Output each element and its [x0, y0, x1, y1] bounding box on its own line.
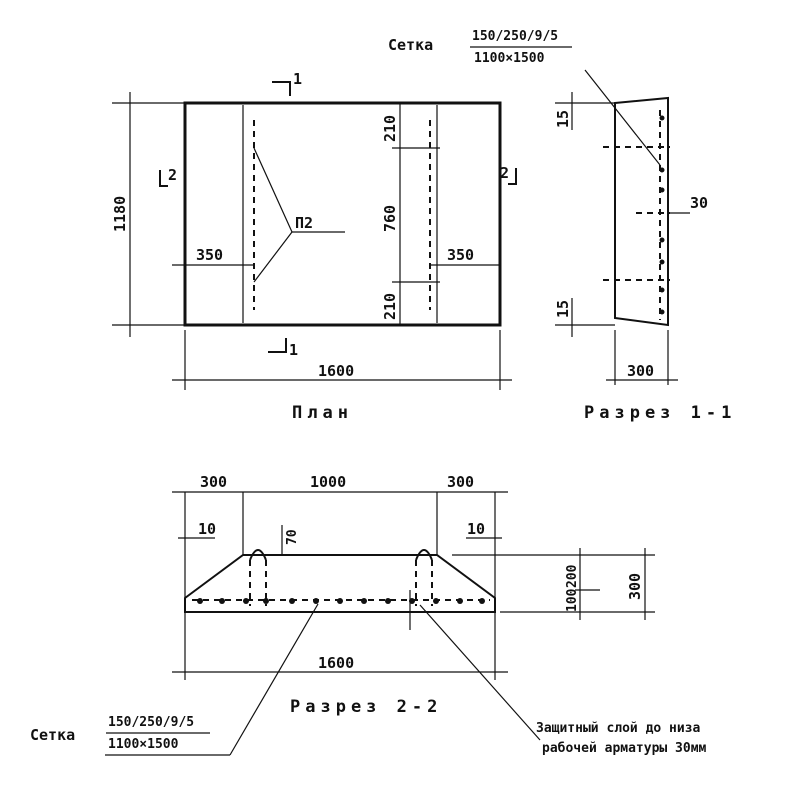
s22-dim-1600: 1600 [318, 654, 354, 672]
section-mark-2-left-label: 2 [168, 166, 177, 184]
section-1-1-view: 15 15 30 300 Сетка 150/250/9/5 1100×1500… [388, 29, 736, 423]
s22-dim-10-left: 10 [198, 520, 216, 538]
s22-rebar-dot [337, 598, 343, 604]
dim-210-top: 210 [381, 115, 399, 142]
dim-350-left: 350 [196, 246, 223, 264]
s11-rebar-dot [659, 187, 665, 193]
s22-rebar-dot [361, 598, 367, 604]
s11-width: 300 [627, 362, 654, 380]
loop-leader-1 [253, 147, 293, 233]
section-mark-1-top-label: 1 [293, 70, 302, 88]
s22-note-line2: рабочей арматуры 30мм [542, 741, 707, 756]
section-mark-2-left [159, 170, 168, 187]
s22-rebar-dot [313, 598, 319, 604]
section-mark-2-right [508, 168, 517, 185]
s11-rebar-dot [659, 309, 665, 315]
s22-rebar-dot [219, 598, 225, 604]
s22-rebar-dot [197, 598, 203, 604]
s11-dim-bottom: 15 [554, 300, 572, 318]
section-2-2-title: Разрез 2-2 [290, 697, 442, 717]
s22-mesh-spec-bottom: 1100×1500 [108, 737, 179, 752]
dim-210-bottom: 210 [381, 293, 399, 320]
s22-dim-300-left: 300 [200, 473, 227, 491]
section-1-1-title: Разрез 1-1 [584, 403, 736, 423]
s11-rebar-dot [659, 167, 665, 173]
s22-rebar-dot [433, 598, 439, 604]
s22-rebar-dot [289, 598, 295, 604]
s22-mesh-leader [229, 603, 319, 756]
s11-mesh-label: Сетка [388, 36, 433, 54]
s22-note-line1: Защитный слой до низа [536, 721, 701, 736]
s11-mesh-spec-bottom: 1100×1500 [474, 51, 545, 66]
section-mark-1-bottom-label: 1 [289, 341, 298, 359]
dim-1600: 1600 [318, 362, 354, 380]
s22-mesh-spec-top: 150/250/9/5 [108, 715, 194, 730]
s22-rebar-dot [457, 598, 463, 604]
s22-mesh-label: Сетка [30, 726, 75, 744]
loop-label: П2 [295, 214, 313, 232]
s22-dim-10-right: 10 [467, 520, 485, 538]
section-2-2-view: 300 1000 300 10 10 70 100 200 300 1600 С… [30, 473, 707, 756]
loop-leader-2 [253, 231, 293, 283]
s22-dim-100: 100 [565, 588, 580, 612]
s11-dim-top: 15 [554, 110, 572, 128]
dim-760: 760 [381, 205, 399, 232]
s22-rebar-dot [479, 598, 485, 604]
s22-loop-left-top [249, 549, 267, 561]
s22-rebar-dot [385, 598, 391, 604]
s11-rebar-dot [659, 259, 665, 265]
section-mark-1-top [272, 81, 291, 96]
s11-mesh-leader [584, 69, 661, 166]
section-mark-2-right-label: 2 [500, 164, 509, 182]
s22-note-leader [419, 604, 541, 741]
s22-loop-right-top [415, 549, 433, 561]
s22-dim-200: 200 [565, 564, 580, 588]
s22-rebar-dot [263, 598, 269, 604]
s22-rebar-dot [243, 598, 249, 604]
s11-cover: 30 [690, 194, 708, 212]
dim-350-right: 350 [447, 246, 474, 264]
s22-dim-300-height: 300 [626, 573, 644, 600]
s22-dim-300-right: 300 [447, 473, 474, 491]
s11-rebar-dot [659, 115, 665, 121]
s11-rebar-dot [659, 287, 665, 293]
section-mark-1-bottom [268, 338, 287, 353]
plan-outline [183, 101, 502, 327]
s22-rebar-dot [409, 598, 415, 604]
s22-dim-70: 70 [285, 529, 300, 545]
s11-rebar-dot [659, 237, 665, 243]
plan-view: П2 1600 1180 350 350 210 760 210 1 1 2 2… [111, 70, 517, 423]
s22-dim-1000: 1000 [310, 473, 346, 491]
s11-outline [614, 96, 669, 327]
s11-mesh-spec-top: 150/250/9/5 [472, 29, 558, 44]
plan-title: План [292, 403, 353, 423]
dim-1180: 1180 [111, 196, 129, 232]
